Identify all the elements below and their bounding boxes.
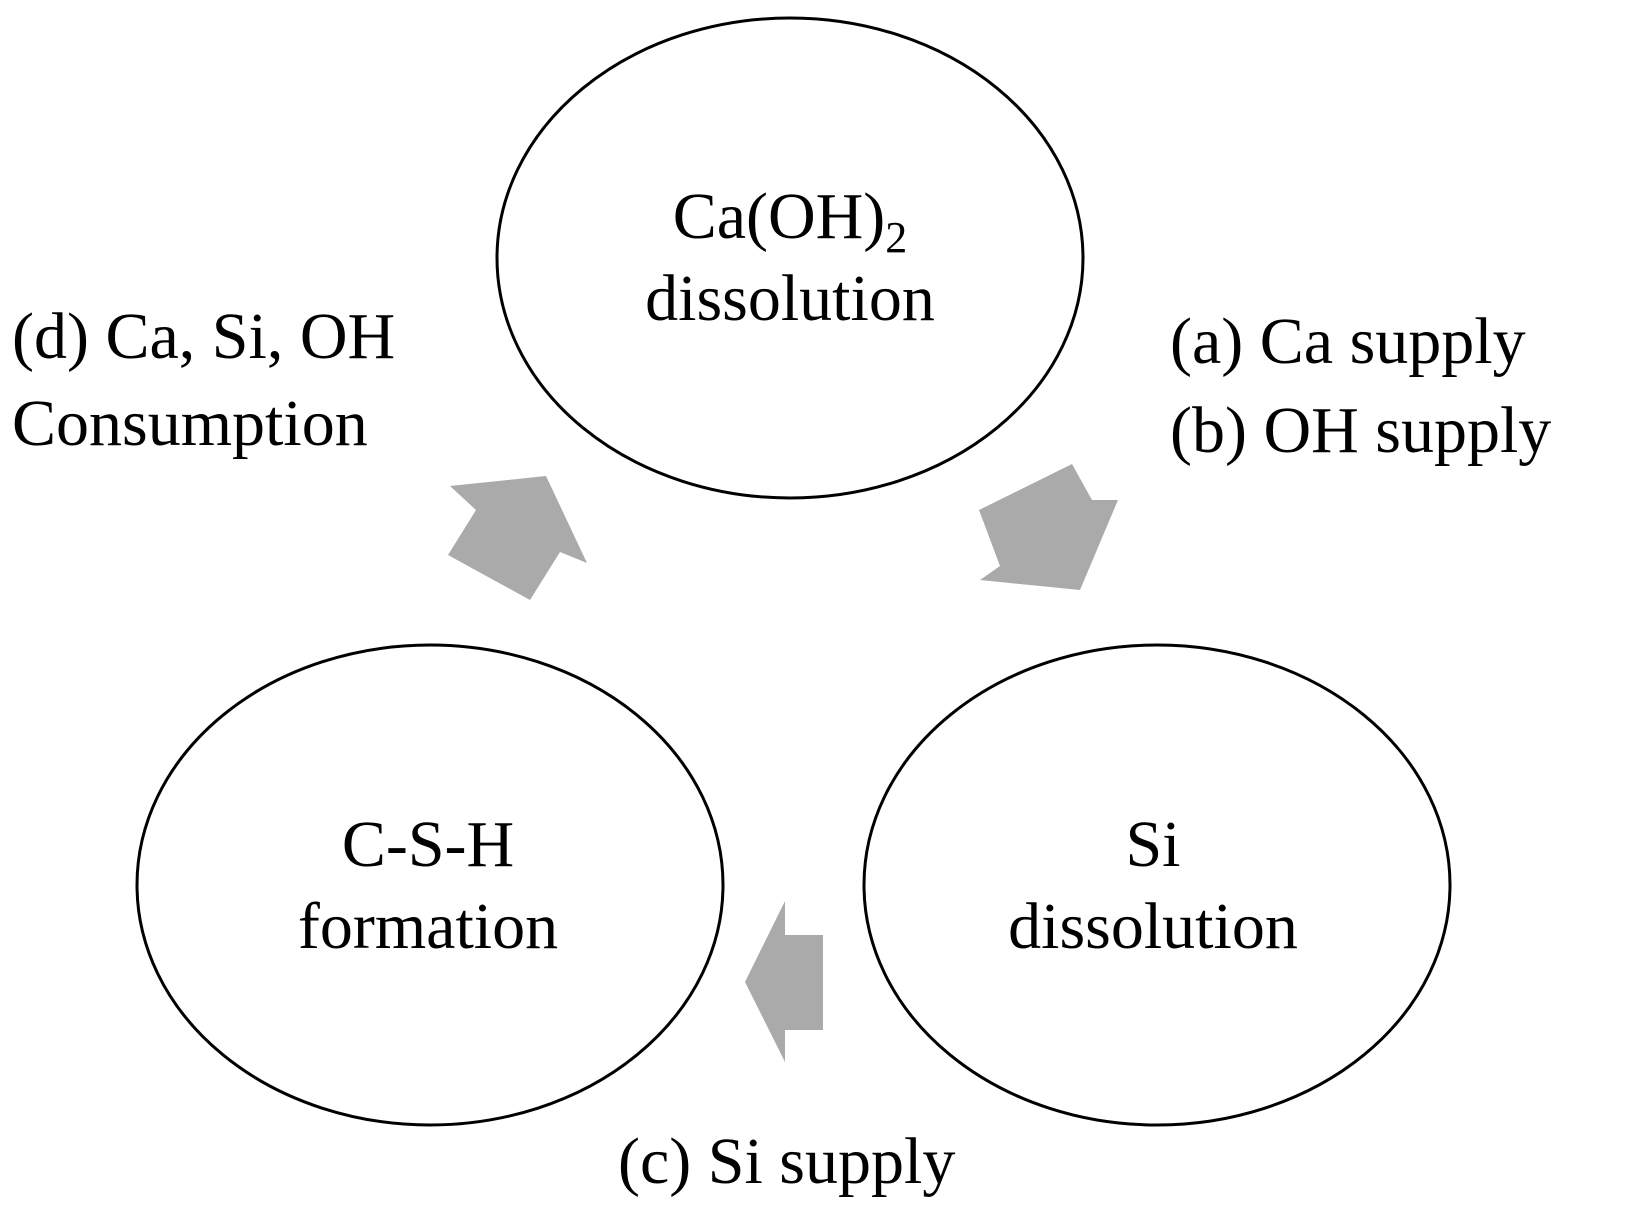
node-si-dissolution: Si dissolution [862, 643, 1452, 1127]
node-si-ellipse [862, 643, 1452, 1127]
node-caoh2-line1: Ca(OH)2 [673, 180, 908, 262]
label-c-si-supply: (c) Si supply [618, 1125, 955, 1198]
node-si-line1: Si [1125, 808, 1180, 881]
node-caoh2-ellipse [495, 16, 1085, 500]
node-caoh2-formula: Ca(OH) [673, 180, 886, 253]
label-d-consumption-line2: Consumption [12, 387, 368, 460]
arrow-csh-to-caoh2 [448, 476, 587, 600]
node-caoh2-line2: dissolution [645, 262, 935, 335]
label-b-oh-supply: (b) OH supply [1170, 394, 1551, 467]
label-a-ca-supply: (a) Ca supply [1170, 305, 1526, 378]
node-si-line2: dissolution [1008, 890, 1298, 963]
arrow-caoh2-to-si [979, 464, 1118, 590]
node-csh-line2: formation [298, 890, 558, 963]
arrow-si-to-csh [745, 901, 823, 1062]
node-caoh2-subscript: 2 [885, 213, 907, 262]
label-d-consumption-line1: (d) Ca, Si, OH [12, 300, 395, 373]
node-csh-line1: C-S-H [342, 808, 514, 881]
node-caoh2-dissolution: Ca(OH)2 dissolution [495, 16, 1085, 500]
node-csh-formation: C-S-H formation [135, 643, 725, 1127]
node-csh-ellipse [135, 643, 725, 1127]
